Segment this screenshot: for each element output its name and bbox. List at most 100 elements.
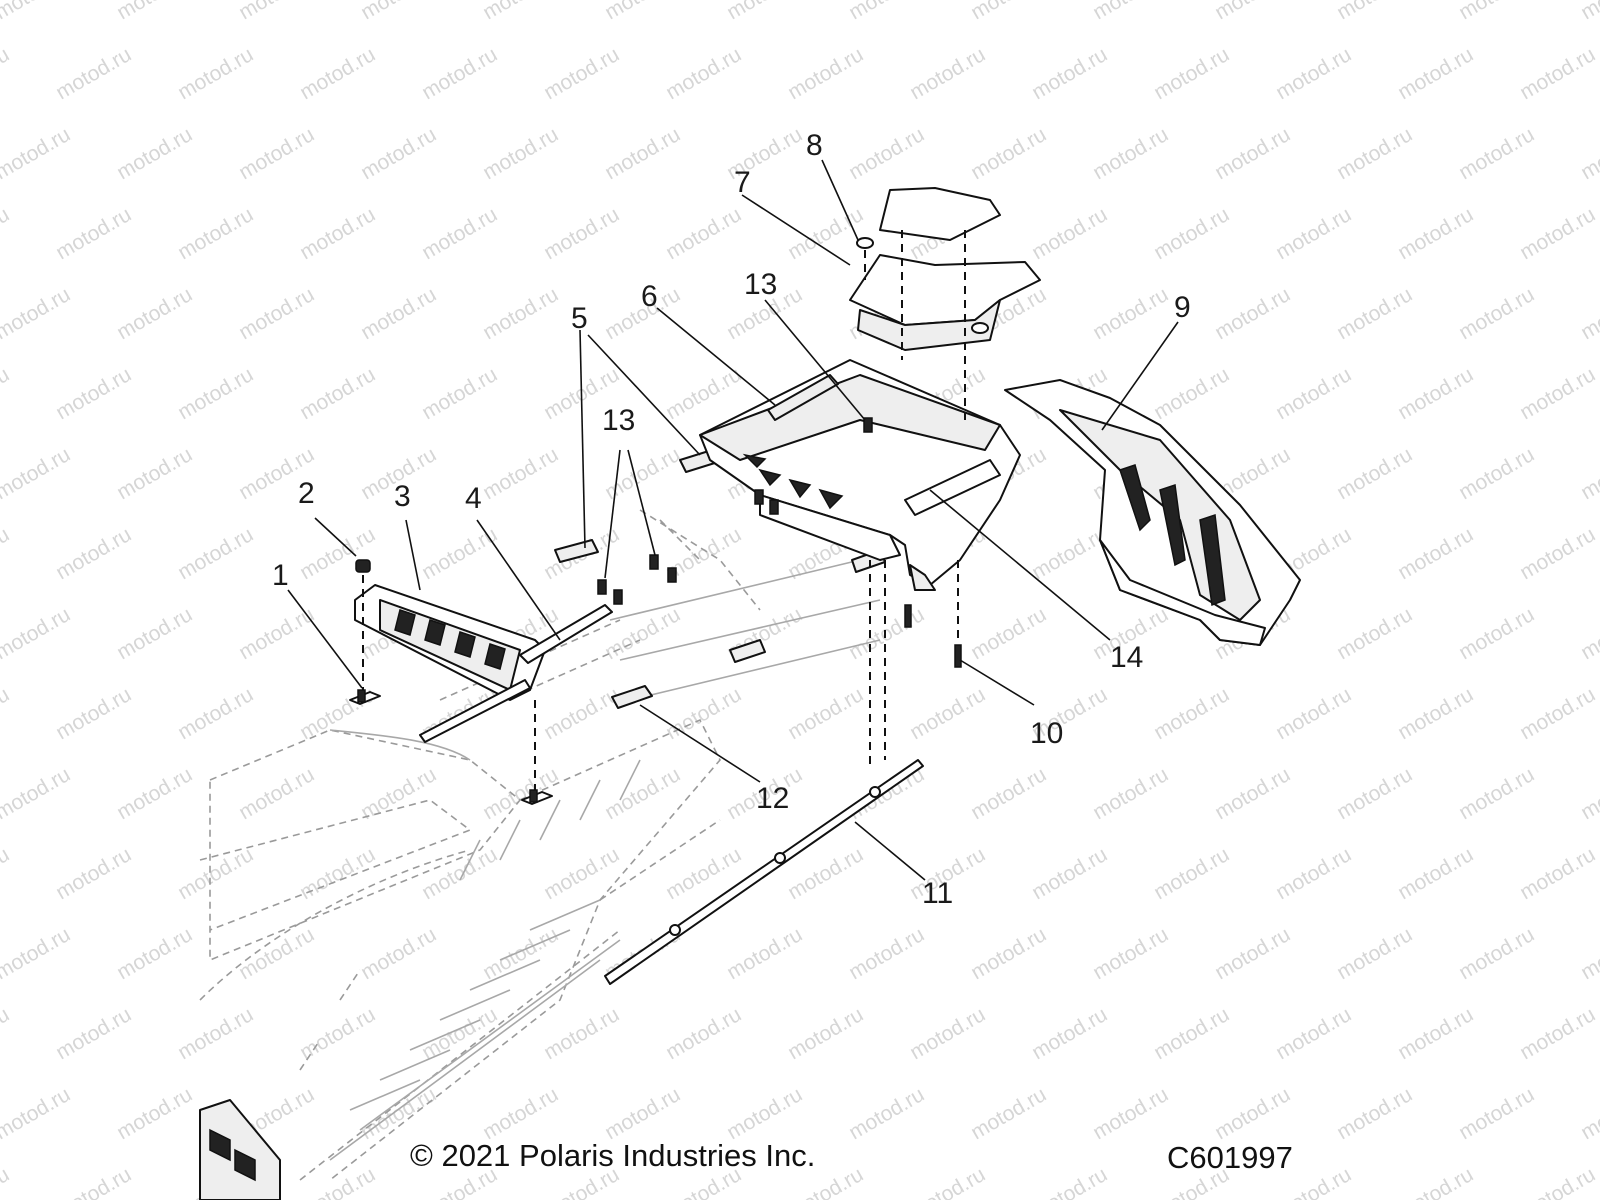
watermark-text: motod.ru	[1211, 923, 1294, 984]
watermark-text: motod.ru	[1516, 843, 1599, 904]
watermark-text: motod.ru	[1455, 603, 1538, 664]
watermark-text: motod.ru	[967, 0, 1050, 24]
drawing-number: C601997	[1167, 1140, 1293, 1175]
watermark-text: motod.ru	[1272, 363, 1355, 424]
watermark-text: motod.ru	[1272, 43, 1355, 104]
watermark-text: motod.ru	[479, 0, 562, 24]
watermark-text: motod.ru	[235, 603, 318, 664]
watermark-text: motod.ru	[174, 683, 257, 744]
watermark-text: motod.ru	[235, 123, 318, 184]
watermark-text: motod.ru	[479, 443, 562, 504]
watermark-text: motod.ru	[662, 683, 745, 744]
watermark-text: motod.ru	[0, 683, 13, 744]
watermark-text: motod.ru	[1455, 283, 1538, 344]
watermark-text: motod.ru	[0, 203, 13, 264]
watermark-text: motod.ru	[1455, 923, 1538, 984]
watermark-text: motod.ru	[845, 1083, 928, 1144]
watermark-text: motod.ru	[52, 523, 135, 584]
watermark-text: motod.ru	[906, 1163, 989, 1200]
watermark-text: motod.ru	[296, 203, 379, 264]
watermark-text: motod.ru	[113, 923, 196, 984]
watermark-text: motod.ru	[479, 923, 562, 984]
watermark-text: motod.ru	[1211, 0, 1294, 24]
watermark-text: motod.ru	[235, 923, 318, 984]
watermark-text: motod.ru	[52, 203, 135, 264]
watermark-text: motod.ru	[357, 923, 440, 984]
watermark-text: motod.ru	[479, 283, 562, 344]
callout-13-left: 13	[602, 404, 635, 437]
watermark-text: motod.ru	[296, 523, 379, 584]
watermark-text: motod.ru	[296, 1163, 379, 1200]
watermark-text: motod.ru	[967, 603, 1050, 664]
watermark-text: motod.ru	[1455, 123, 1538, 184]
watermark-text: motod.ru	[906, 683, 989, 744]
callout-12: 12	[756, 782, 789, 815]
watermark-text: motod.ru	[845, 923, 928, 984]
watermark-text: motod.ru	[1028, 1003, 1111, 1064]
watermark-text: motod.ru	[1272, 843, 1355, 904]
watermark-text: motod.ru	[784, 1003, 867, 1064]
watermark-text: motod.ru	[1089, 283, 1172, 344]
watermark-text: motod.ru	[479, 763, 562, 824]
watermark-text: motod.ru	[540, 683, 623, 744]
watermark-text: motod.ru	[0, 363, 13, 424]
watermark-text: motod.ru	[1394, 1163, 1477, 1200]
callout-1: 1	[272, 559, 289, 592]
watermark-text: motod.ru	[113, 0, 196, 24]
watermark-text: motod.ru	[479, 123, 562, 184]
copyright-notice: © 2021 Polaris Industries Inc.	[410, 1138, 816, 1173]
watermark-text: motod.ru	[418, 43, 501, 104]
part-9-snow-flap	[1004, 379, 1301, 646]
watermark-text: motod.ru	[357, 1083, 440, 1144]
watermark-text: motod.ru	[1150, 43, 1233, 104]
watermark-text: motod.ru	[723, 1083, 806, 1144]
watermark-text: motod.ru	[296, 683, 379, 744]
watermark-text: motod.ru	[540, 843, 623, 904]
watermark-text: motod.ru	[235, 283, 318, 344]
watermark-text: motod.ru	[479, 1083, 562, 1144]
watermark-text: motod.ru	[1394, 1003, 1477, 1064]
watermark-text: motod.ru	[235, 0, 318, 24]
callout-labels: 1 2 3 4 5 6 7 8 9 10 11 12 13 13 14	[272, 129, 1191, 910]
part-4-rod	[419, 604, 613, 743]
callout-14: 14	[1110, 641, 1143, 674]
watermark-text: motod.ru	[601, 443, 684, 504]
watermark-text: motod.ru	[1272, 1003, 1355, 1064]
part-12-decal	[611, 685, 653, 709]
watermark-text: motod.ru	[296, 43, 379, 104]
callout-7: 7	[734, 166, 751, 199]
watermark-text: motod.ru	[1333, 1083, 1416, 1144]
watermark-text: motod.ru	[1577, 763, 1600, 824]
watermark-text: motod.ru	[52, 1163, 135, 1200]
watermark-text: motod.ru	[1333, 0, 1416, 24]
watermark-text: motod.ru	[784, 683, 867, 744]
watermark-text: motod.ru	[0, 523, 13, 584]
watermark-text: motod.ru	[296, 843, 379, 904]
watermark-text: motod.ru	[1577, 123, 1600, 184]
watermark-text: motod.ru	[1272, 203, 1355, 264]
part-11-side-strip	[604, 759, 924, 985]
callout-8: 8	[806, 129, 823, 162]
watermark-text: motod.ru	[1028, 43, 1111, 104]
watermark-text: motod.ru	[1394, 843, 1477, 904]
watermark-text: motod.ru	[1150, 363, 1233, 424]
watermark-text: motod.ru	[0, 123, 74, 184]
watermark-text: motod.ru	[845, 603, 928, 664]
watermark-text: motod.ru	[357, 0, 440, 24]
watermark-text: motod.ru	[1455, 443, 1538, 504]
watermark-text: motod.ru	[845, 123, 928, 184]
watermark-text: motod.ru	[0, 1163, 13, 1200]
watermark-text: motod.ru	[174, 43, 257, 104]
watermark-text: motod.ru	[662, 203, 745, 264]
watermark-text: motod.ru	[357, 123, 440, 184]
watermark-text: motod.ru	[1455, 763, 1538, 824]
watermark-text: motod.ru	[906, 43, 989, 104]
callout-2: 2	[298, 477, 315, 510]
watermark-text: motod.ru	[1150, 683, 1233, 744]
watermark-text: motod.ru	[1516, 683, 1599, 744]
watermark-text: motod.ru	[357, 283, 440, 344]
watermark-text: motod.ru	[540, 43, 623, 104]
watermark-text: motod.ru	[662, 363, 745, 424]
watermark-text: motod.ru	[1028, 843, 1111, 904]
watermark-text: motod.ru	[601, 1083, 684, 1144]
